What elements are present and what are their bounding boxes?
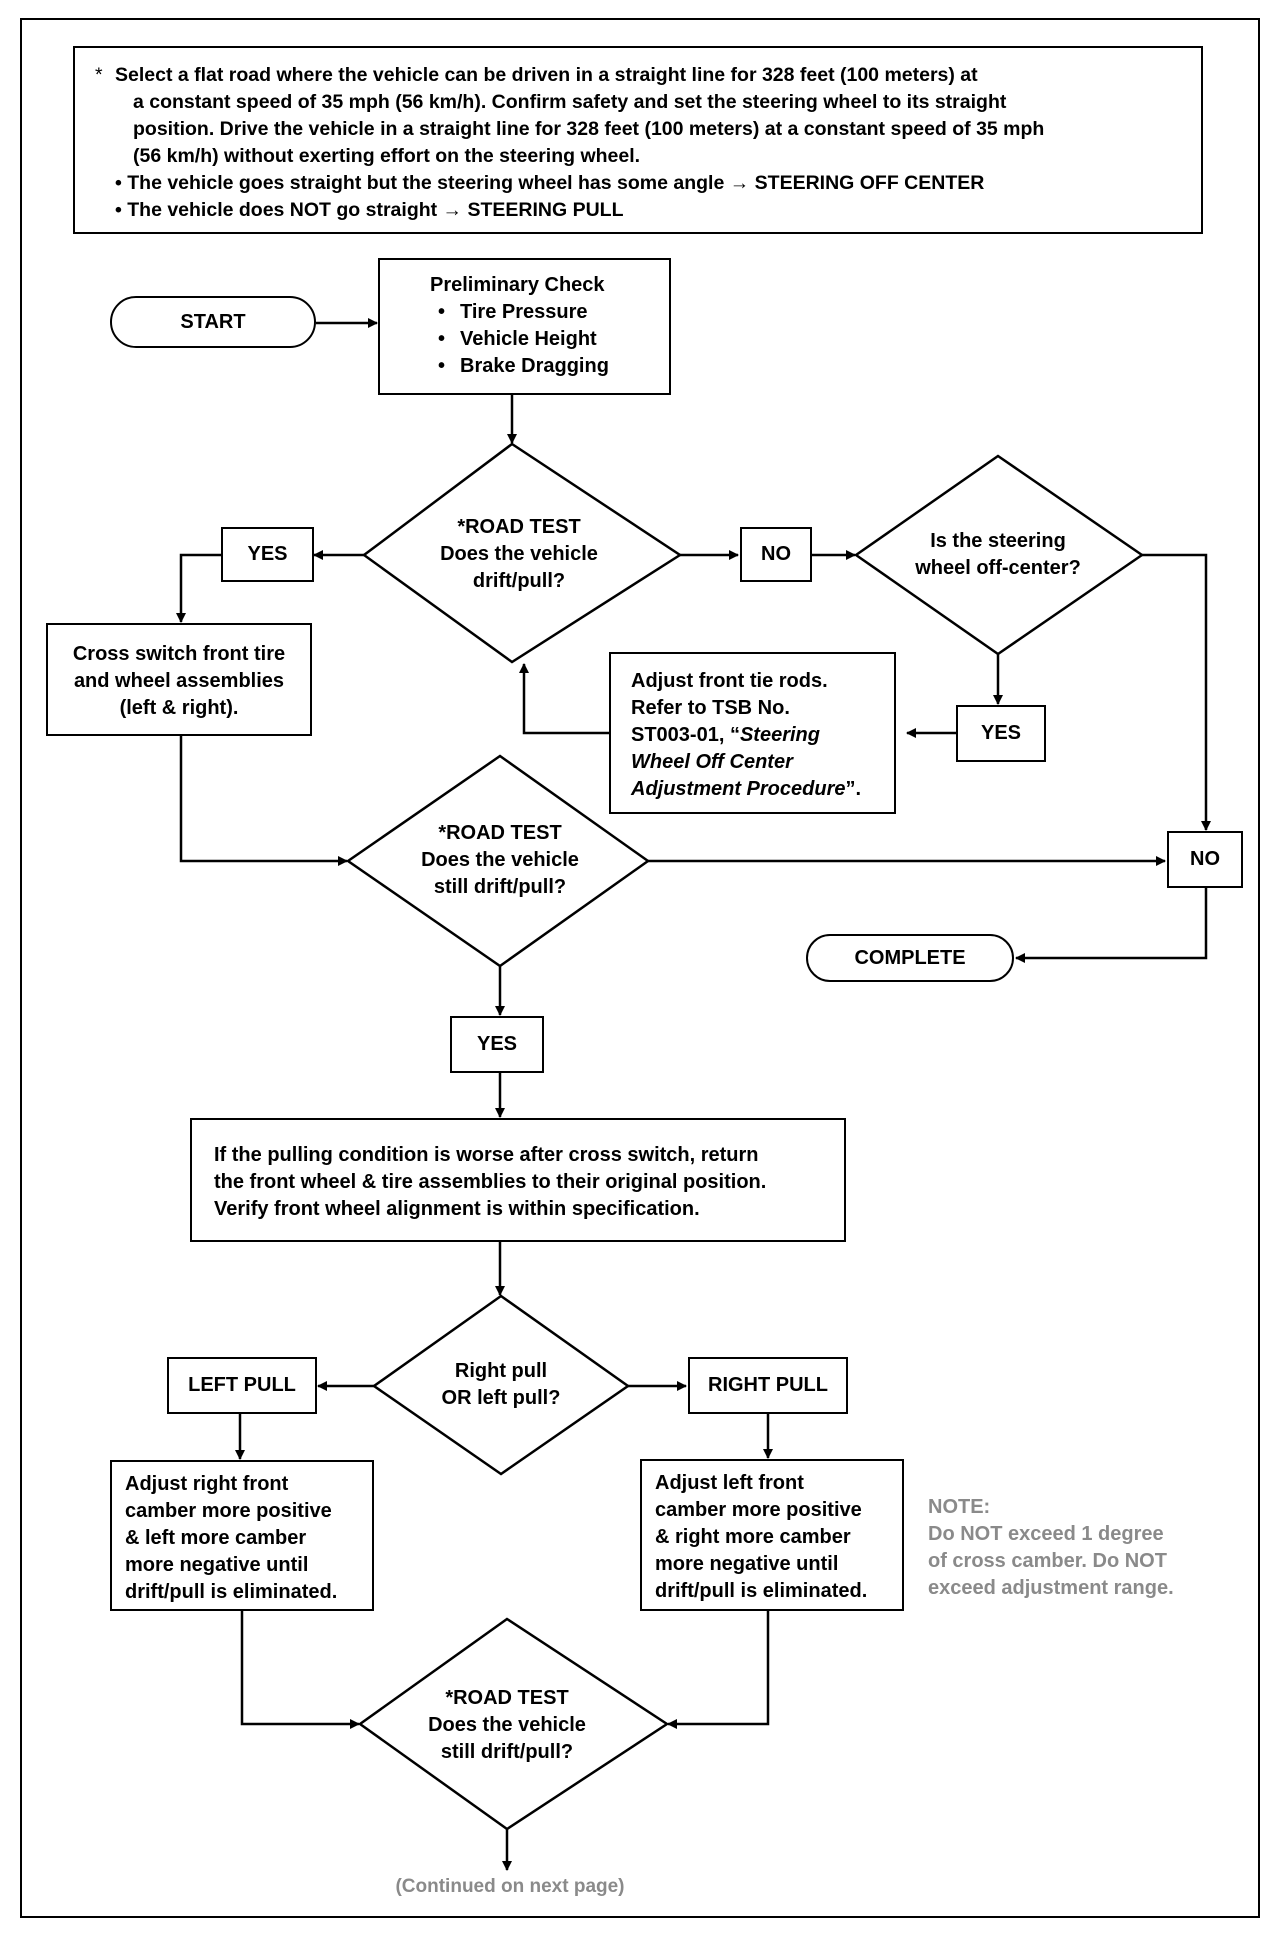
yes-box-2: YES (956, 705, 1046, 762)
continued-note: (Continued on next page) (395, 1876, 625, 1897)
right-left-diamond (371, 1294, 631, 1476)
no-box-1: NO (740, 527, 812, 582)
no-box-2: NO (1167, 831, 1243, 888)
arrow-adjustright-to-test3 (240, 1611, 360, 1729)
right-left-question: Right pull OR left pull? (441, 1360, 561, 1409)
arrow-cross-to-test2 (179, 736, 348, 866)
adjust-left-camber-box: Adjust left front camber more positive &… (640, 1459, 904, 1611)
road-test-3-question: *ROAD TEST Does the vehicle still drift/… (428, 1686, 586, 1763)
road-test-2-question: *ROAD TEST Does the vehicle still drift/… (421, 821, 579, 898)
bullet-off-center: • The vehicle goes straight but the stee… (115, 172, 985, 194)
arrow-adjustleft-to-test3 (667, 1611, 770, 1729)
adjust-tie-rods-box: Adjust front tie rods. Refer to TSB No. … (609, 652, 896, 814)
arrow-offcenter-to-no2 (1142, 553, 1211, 831)
road-test-1-question: *ROAD TEST Does the vehicle drift/pull? (440, 515, 598, 592)
start-terminal: START (110, 296, 316, 348)
pulling-worse-box: If the pulling condition is worse after … (190, 1118, 846, 1242)
yes-box-1: YES (221, 527, 314, 582)
arrow-yes-to-cross (176, 553, 221, 623)
arrow-tierods-to-test1 (519, 663, 609, 735)
bullet-pull: • The vehicle does NOT go straight → STE… (115, 199, 624, 221)
check-item: Tire Pressure (430, 299, 669, 326)
preliminary-check-box: Preliminary Check Tire Pressure Vehicle … (378, 258, 671, 395)
road-test-instructions: *Select a flat road where the vehicle ca… (73, 46, 1203, 234)
page-border (20, 18, 1260, 1918)
cross-switch-box: Cross switch front tire and wheel assemb… (46, 623, 312, 736)
check-item: Brake Dragging (430, 353, 669, 380)
complete-terminal: COMPLETE (806, 934, 1014, 982)
adjust-right-camber-box: Adjust right front camber more positive … (110, 1460, 374, 1611)
camber-note: NOTE: Do NOT exceed 1 degree of cross ca… (928, 1496, 1174, 1599)
yes-box-3: YES (450, 1016, 544, 1073)
check-item: Vehicle Height (430, 326, 669, 353)
right-pull-box: RIGHT PULL (688, 1357, 848, 1414)
off-center-question: Is the steering wheel off-center? (915, 530, 1081, 579)
road-test-1-diamond (361, 442, 683, 664)
asterisk: * (95, 64, 103, 86)
left-pull-box: LEFT PULL (167, 1357, 317, 1414)
arrow-no2-to-complete (1015, 888, 1208, 963)
